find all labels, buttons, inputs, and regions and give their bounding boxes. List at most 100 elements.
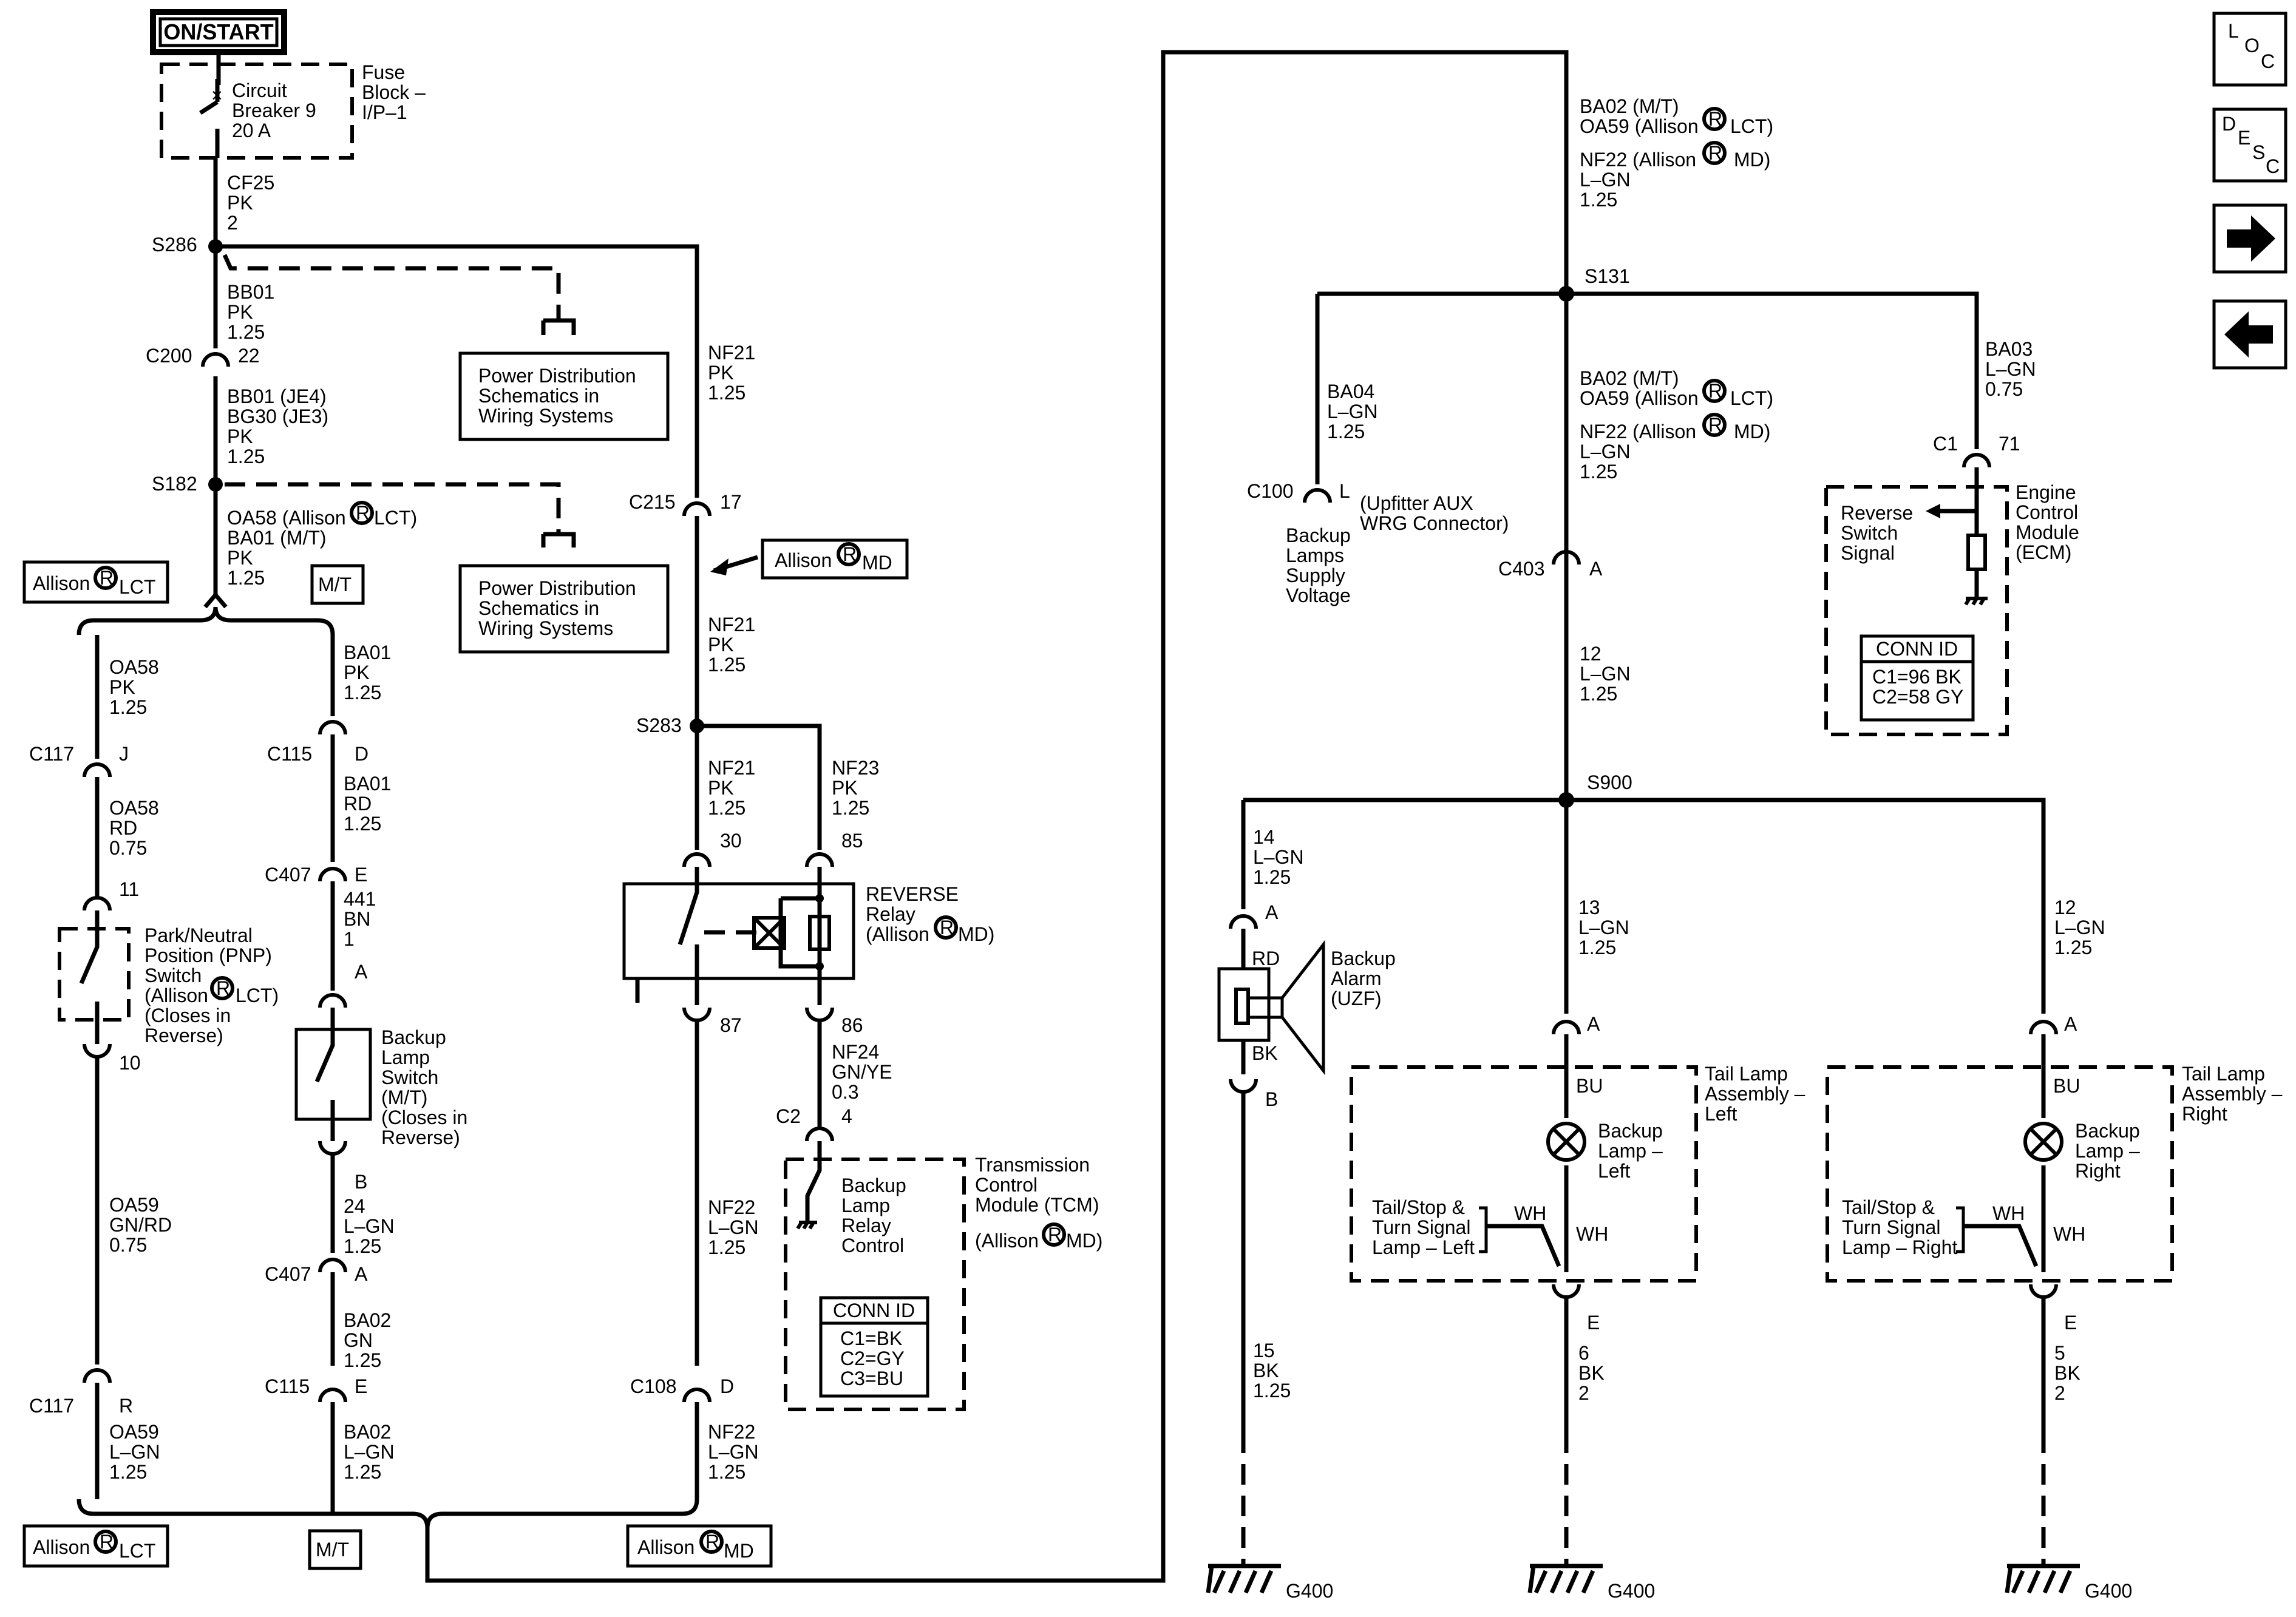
svg-text:R: R [1708, 414, 1722, 436]
svg-text:BA01: BA01 [344, 642, 391, 663]
svg-text:A: A [355, 1263, 368, 1285]
svg-text:WH: WH [1992, 1202, 2025, 1224]
svg-text:MD): MD) [1734, 421, 1770, 442]
svg-text:L–GN: L–GN [2054, 917, 2105, 938]
svg-text:L–GN: L–GN [1580, 663, 1631, 685]
svg-text:BU: BU [2053, 1075, 2080, 1097]
svg-text:S182: S182 [152, 473, 197, 495]
svg-text:Control: Control [841, 1235, 904, 1256]
svg-text:4: 4 [841, 1105, 852, 1127]
svg-text:C1=BK: C1=BK [840, 1327, 902, 1349]
svg-text:13: 13 [1578, 897, 1600, 918]
svg-text:NF23: NF23 [832, 757, 879, 779]
svg-text:M/T: M/T [318, 574, 352, 595]
svg-text:22: 22 [238, 345, 260, 367]
svg-text:CONN ID: CONN ID [1876, 638, 1958, 660]
svg-text:Signal: Signal [1841, 542, 1895, 564]
svg-text:(Upfitter AUX: (Upfitter AUX [1360, 492, 1473, 514]
svg-text:S900: S900 [1587, 771, 1632, 793]
svg-text:C1=96 BK: C1=96 BK [1872, 666, 1961, 688]
svg-text:Schematics in: Schematics in [478, 385, 599, 407]
svg-text:L–GN: L–GN [1327, 401, 1378, 422]
svg-text:CF25: CF25 [227, 172, 274, 194]
power-distribution-box-2[interactable]: Power Distribution Schematics in Wiring … [458, 564, 670, 654]
svg-text:A: A [1587, 1013, 1600, 1035]
svg-text:86: 86 [841, 1014, 863, 1036]
svg-text:PK: PK [227, 425, 253, 447]
svg-text:(Allison: (Allison [975, 1230, 1039, 1252]
svg-text:Turn Signal: Turn Signal [1372, 1216, 1470, 1238]
svg-text:Backup: Backup [1598, 1120, 1663, 1142]
svg-text:1.25: 1.25 [708, 1461, 746, 1483]
svg-text:C407: C407 [265, 864, 311, 886]
svg-text:1.25: 1.25 [227, 567, 265, 589]
svg-text:24: 24 [344, 1195, 365, 1217]
svg-text:PK: PK [708, 634, 734, 656]
loc-button[interactable]: L O C [2212, 12, 2288, 87]
svg-text:C200: C200 [146, 345, 192, 367]
svg-text:(Closes in: (Closes in [144, 1005, 231, 1026]
svg-text:6: 6 [1578, 1342, 1589, 1364]
svg-text:2: 2 [227, 212, 238, 234]
svg-text:Schematics in: Schematics in [478, 597, 599, 619]
svg-text:1.25: 1.25 [1580, 683, 1617, 705]
svg-text:Left: Left [1598, 1160, 1630, 1182]
svg-text:Reverse): Reverse) [144, 1025, 223, 1046]
svg-text:B: B [1265, 1088, 1278, 1110]
svg-text:MD): MD) [958, 923, 994, 945]
svg-text:C: C [2261, 50, 2275, 72]
svg-text:Power Distribution: Power Distribution [478, 365, 636, 387]
svg-text:Lamp: Lamp [381, 1046, 430, 1068]
svg-text:PK: PK [227, 192, 253, 214]
svg-text:Allison: Allison [775, 549, 832, 571]
svg-text:LCT): LCT) [1730, 387, 1773, 409]
svg-text:OA59: OA59 [109, 1194, 159, 1216]
svg-text:Backup: Backup [381, 1026, 446, 1048]
svg-text:Control: Control [2016, 501, 2078, 523]
svg-text:Control: Control [975, 1174, 1038, 1196]
allison-md-label-mid: Allison R MD [761, 538, 909, 580]
svg-text:Transmission: Transmission [975, 1154, 1090, 1176]
svg-text:R: R [100, 1531, 114, 1553]
svg-text:D: D [720, 1375, 734, 1397]
svg-text:87: 87 [720, 1014, 742, 1036]
svg-text:BA02: BA02 [344, 1309, 391, 1331]
svg-text:Alarm: Alarm [1331, 968, 1382, 989]
svg-text:Backup: Backup [841, 1175, 906, 1196]
svg-text:OA58: OA58 [109, 656, 159, 678]
svg-text:Assembly –: Assembly – [2182, 1083, 2283, 1105]
svg-text:GN/RD: GN/RD [109, 1214, 172, 1236]
svg-text:A: A [2064, 1013, 2077, 1035]
svg-text:C117: C117 [29, 1395, 74, 1417]
svg-text:1.25: 1.25 [344, 682, 381, 703]
svg-text:BA01: BA01 [344, 773, 391, 795]
svg-text:C407: C407 [265, 1263, 311, 1285]
svg-text:R: R [356, 502, 370, 524]
svg-text:LCT): LCT) [1730, 115, 1773, 137]
svg-text:MD): MD) [1734, 149, 1770, 171]
svg-text:Relay: Relay [866, 903, 915, 925]
svg-text:E: E [355, 864, 367, 886]
svg-text:C2=GY: C2=GY [840, 1348, 905, 1369]
svg-text:BA02 (M/T): BA02 (M/T) [1580, 367, 1679, 389]
svg-text:BB01: BB01 [227, 281, 274, 303]
desc-button[interactable]: D E S C [2212, 107, 2288, 183]
svg-text:Allison: Allison [637, 1536, 695, 1558]
svg-text:1: 1 [344, 928, 355, 950]
svg-text:C100: C100 [1247, 480, 1294, 502]
power-distribution-box-1[interactable]: Power Distribution Schematics in Wiring … [458, 351, 670, 441]
svg-text:BU: BU [1576, 1075, 1603, 1097]
svg-text:1.25: 1.25 [832, 797, 869, 819]
svg-text:NF24: NF24 [832, 1041, 879, 1063]
svg-text:NF22: NF22 [708, 1421, 755, 1443]
svg-text:12: 12 [1580, 643, 1601, 665]
svg-text:PK: PK [708, 777, 734, 799]
svg-text:Lamp –: Lamp – [1598, 1140, 1663, 1162]
backup-lamp-switch: Backup Lamp Switch (M/T) (Closes in Reve… [294, 993, 467, 1156]
svg-text:L–GN: L–GN [344, 1441, 395, 1463]
svg-text:1.25: 1.25 [1580, 461, 1617, 483]
previous-page-button[interactable] [2212, 299, 2288, 370]
next-page-button[interactable] [2212, 203, 2288, 274]
svg-text:RD: RD [344, 793, 372, 815]
svg-text:NF21: NF21 [708, 342, 755, 364]
